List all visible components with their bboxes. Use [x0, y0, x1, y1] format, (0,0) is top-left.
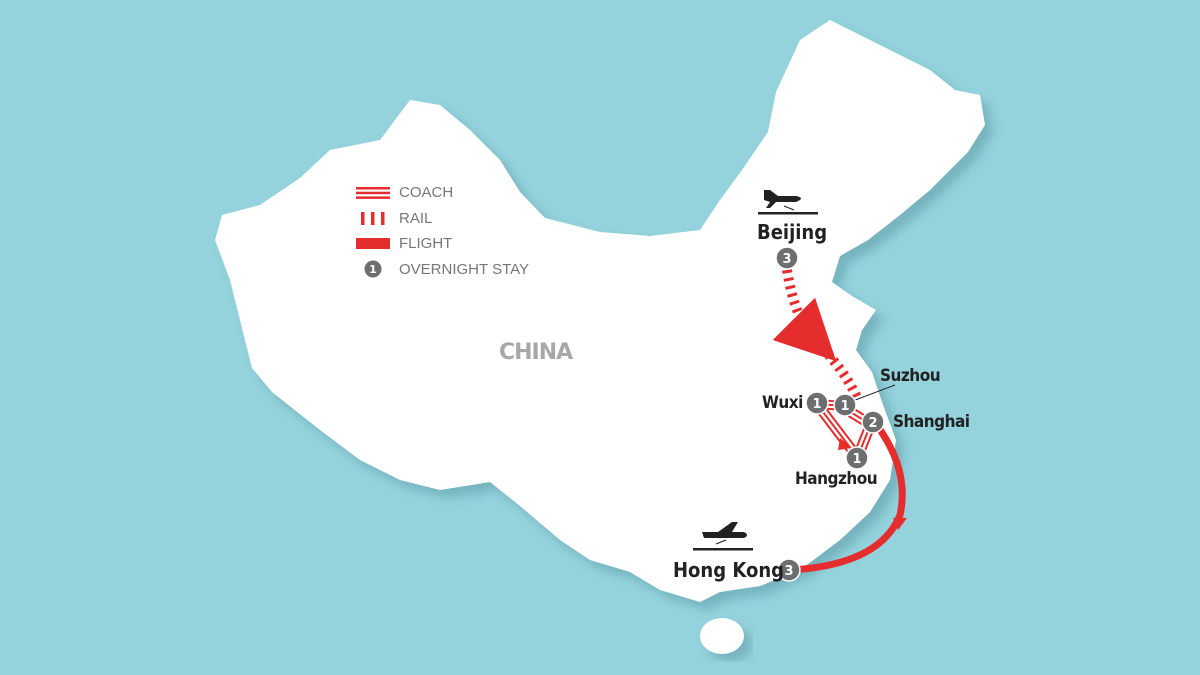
- svg-text:1: 1: [840, 399, 849, 414]
- china-landmass: [215, 20, 985, 602]
- legend-label: OVERNIGHT STAY: [399, 260, 530, 278]
- hainan-island: [700, 618, 744, 654]
- overnight-badge-icon: 1: [355, 260, 391, 278]
- legend: COACH RAIL FLIGHT 1 OVERNIGHT STAY: [355, 180, 529, 282]
- legend-rail: RAIL: [355, 206, 529, 232]
- city-label-shanghai: Shanghai: [893, 412, 970, 432]
- city-label-hongkong: Hong Kong: [673, 558, 785, 582]
- svg-text:1: 1: [369, 263, 377, 276]
- svg-text:1: 1: [812, 397, 821, 412]
- badge-shanghai: 2: [861, 410, 885, 434]
- svg-text:3: 3: [782, 252, 791, 267]
- flight-symbol-icon: [355, 238, 391, 250]
- legend-overnight: 1 OVERNIGHT STAY: [355, 257, 529, 283]
- rail-arrow: [806, 326, 820, 342]
- flight-route-shanghai-hongkong: [789, 421, 906, 574]
- rail-symbol-icon: [355, 211, 391, 225]
- rail-route-beijing-suzhou: [772, 269, 863, 403]
- badge-hongkong: 3: [777, 558, 801, 582]
- suzhou-pointer: [849, 384, 896, 403]
- svg-text:2: 2: [868, 416, 877, 431]
- country-label: CHINA: [499, 340, 573, 365]
- city-label-wuxi: Wuxi: [762, 393, 803, 413]
- coach-arrow: [838, 438, 852, 450]
- badge-hangzhou: 1: [845, 446, 869, 470]
- city-label-suzhou: Suzhou: [880, 366, 941, 386]
- plane-departure-icon-beijing: [758, 190, 818, 215]
- overnight-badges: 3 1 1 2 1 3: [775, 246, 885, 582]
- legend-label: FLIGHT: [399, 235, 453, 253]
- legend-coach: COACH: [355, 180, 529, 206]
- badge-wuxi: 1: [805, 391, 829, 415]
- legend-label: RAIL: [399, 209, 433, 227]
- city-label-hangzhou: Hangzhou: [795, 469, 878, 489]
- badge-suzhou: 1: [833, 393, 857, 417]
- svg-text:1: 1: [852, 452, 861, 467]
- plane-arrival-icon-hongkong: [693, 522, 753, 551]
- coach-symbol-icon: [355, 186, 391, 199]
- badge-beijing: 3: [775, 246, 799, 270]
- legend-label: COACH: [399, 184, 454, 202]
- legend-flight: FLIGHT: [355, 231, 529, 257]
- svg-text:3: 3: [784, 564, 793, 579]
- city-label-beijing: Beijing: [757, 220, 828, 244]
- flight-arrow: [893, 518, 907, 530]
